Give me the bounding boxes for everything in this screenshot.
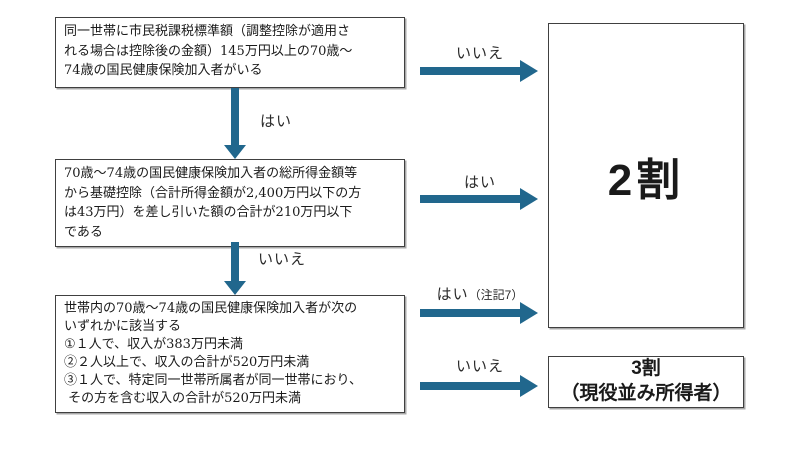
arrow-head bbox=[520, 60, 538, 82]
arrow-shaft bbox=[420, 67, 520, 75]
arrow-right-icon bbox=[420, 302, 538, 324]
question-box-2: 70歳～74歳の国民健康保険加入者の総所得金額等 から基礎控除（合計所得金額が2… bbox=[55, 159, 405, 247]
connector-label-no-right-4: いいえ bbox=[455, 358, 504, 375]
connector-label-no-2: いいえ bbox=[258, 251, 307, 268]
connector-label-yes-note-right-3: はい（注記7） bbox=[415, 283, 545, 304]
result-box-20-percent: 2割 bbox=[548, 23, 744, 328]
arrow-shaft bbox=[231, 88, 239, 145]
arrow-head bbox=[224, 145, 246, 159]
result-30-percent-text: 3割 bbox=[631, 358, 661, 380]
connector-label-yes-right-2: はい bbox=[463, 174, 496, 191]
connector-label-yes-1: はい bbox=[260, 113, 293, 130]
connector-label-no-right-1: いいえ bbox=[455, 45, 504, 62]
arrow-head bbox=[224, 281, 246, 295]
arrow-shaft bbox=[420, 382, 520, 390]
result-box-30-percent: 3割 （現役並み所得者） bbox=[548, 356, 744, 408]
arrow-right-icon bbox=[420, 188, 538, 210]
arrow-right-icon bbox=[420, 60, 538, 82]
arrow-shaft bbox=[420, 309, 520, 317]
connector-label-yes-text: はい bbox=[436, 286, 469, 303]
connector-label-note-text: （注記7） bbox=[468, 288, 524, 302]
arrow-right-icon bbox=[420, 375, 538, 397]
question-box-3: 世帯内の70歳～74歳の国民健康保険加入者が次の いずれかに該当する ①１人で、… bbox=[55, 295, 405, 413]
arrow-head bbox=[520, 188, 538, 210]
arrow-shaft bbox=[231, 242, 239, 281]
arrow-head bbox=[520, 302, 538, 324]
arrow-head bbox=[520, 375, 538, 397]
result-30-percent-subtext: （現役並み所得者） bbox=[560, 383, 732, 404]
result-20-percent-text: 2割 bbox=[607, 155, 685, 205]
arrow-shaft bbox=[420, 195, 520, 203]
question-box-1: 同一世帯に市民税課税標準額（調整控除が適用さ れる場合は控除後の金額）145万円… bbox=[55, 17, 405, 88]
